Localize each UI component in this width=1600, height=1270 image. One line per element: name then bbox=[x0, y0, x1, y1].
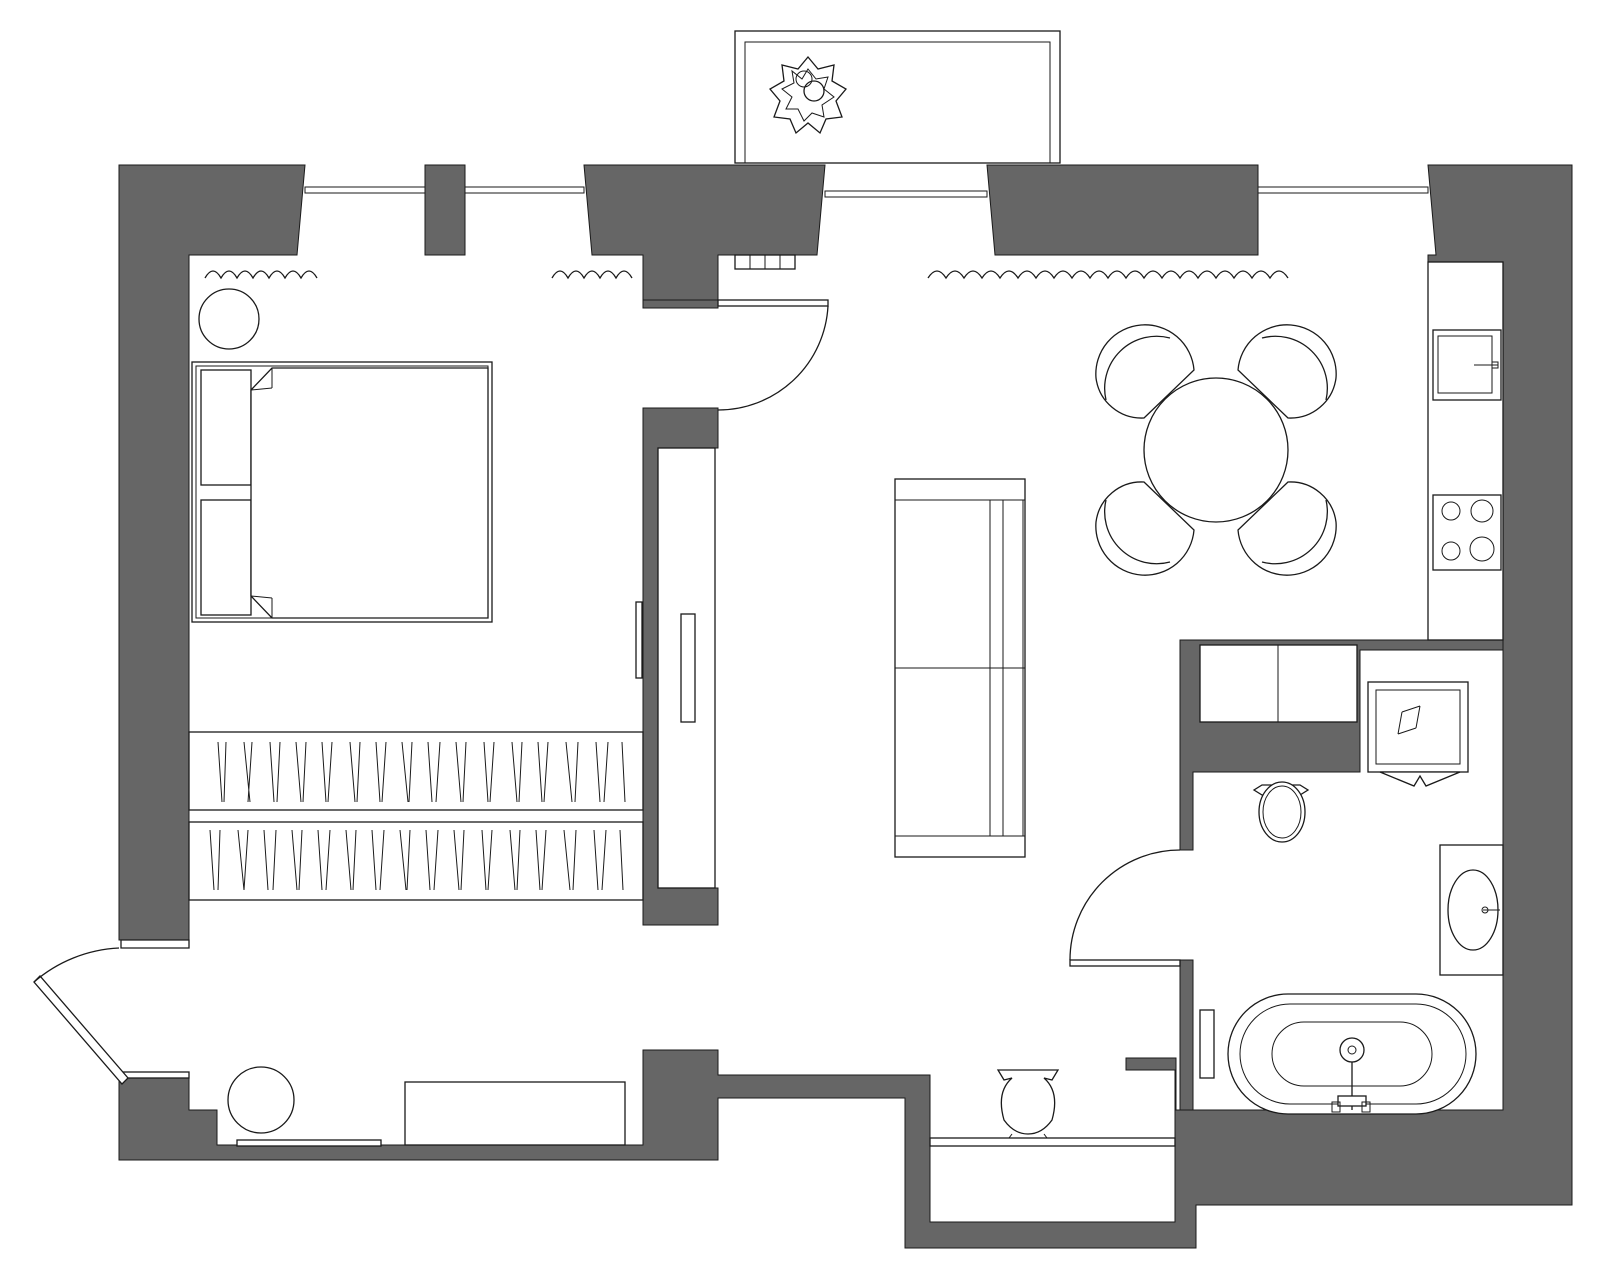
decor-vase bbox=[929, 1069, 1176, 1147]
kitchen-hob bbox=[1432, 494, 1502, 571]
wardrobe bbox=[188, 731, 644, 811]
toilet bbox=[1252, 781, 1310, 843]
kitchen-sink bbox=[1432, 329, 1502, 401]
entrance-door bbox=[33, 939, 190, 1085]
radiator bbox=[734, 254, 796, 270]
windows bbox=[304, 186, 1429, 198]
entry-bench bbox=[236, 1139, 382, 1147]
bath-storage bbox=[1199, 644, 1358, 723]
bedroom-door bbox=[717, 299, 829, 411]
tv-cabinet bbox=[635, 447, 716, 889]
bathroom-door bbox=[1069, 849, 1181, 967]
washing-machine bbox=[1367, 681, 1469, 787]
potted-plant bbox=[769, 55, 847, 135]
round-dining-table bbox=[1143, 377, 1289, 523]
curtains bbox=[204, 270, 1289, 280]
entry-lamp bbox=[227, 1066, 295, 1134]
dining-chairs bbox=[1095, 324, 1337, 576]
bathtub bbox=[1199, 993, 1477, 1115]
kitchen-counter bbox=[1427, 261, 1504, 641]
nightstand-lamp bbox=[198, 288, 260, 350]
sofa bbox=[894, 478, 1026, 858]
wardrobe-second bbox=[188, 821, 644, 901]
shoe-cabinet bbox=[404, 1081, 626, 1146]
double-bed bbox=[191, 361, 493, 623]
bathroom-sink bbox=[1439, 844, 1504, 976]
